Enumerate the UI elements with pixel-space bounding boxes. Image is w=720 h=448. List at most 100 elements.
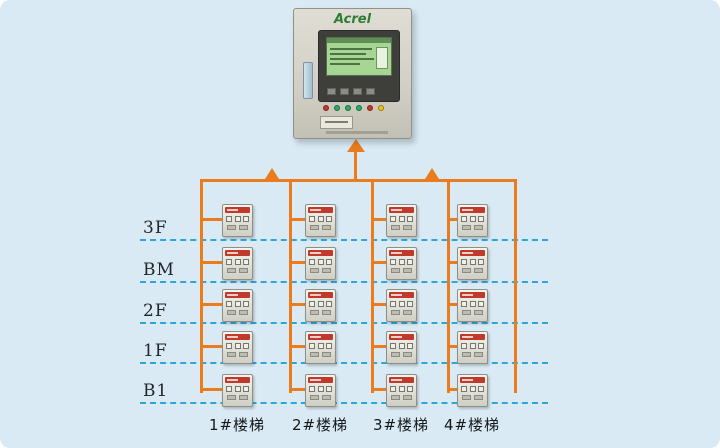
device-button [317, 259, 324, 265]
device-terminals [391, 395, 414, 400]
device-terminal [474, 352, 483, 357]
device-button [326, 301, 332, 307]
device-module [305, 374, 336, 407]
column-label: 1#楼梯 [208, 416, 266, 434]
device-button [461, 343, 467, 349]
device-button [398, 343, 405, 349]
device-button [243, 301, 249, 307]
indicator-lights [323, 105, 384, 111]
device-terminal [462, 395, 471, 400]
device-status-strip [308, 334, 333, 340]
monitor-cabinet: Acrel [293, 8, 412, 139]
device-terminals [227, 268, 250, 273]
device-terminal [227, 352, 236, 357]
device-terminal [239, 352, 248, 357]
device-status-strip [225, 334, 250, 340]
device-terminal [391, 268, 400, 273]
device-status-strip [308, 377, 333, 383]
device-module [457, 247, 488, 280]
device-button [469, 343, 476, 349]
device-stub-wire [374, 218, 386, 221]
led-indicator [367, 105, 373, 111]
column-label: 2#楼梯 [291, 416, 349, 434]
brand-logo: Acrel [333, 12, 372, 27]
return-trunk-wire [514, 179, 517, 393]
device-buttons [309, 259, 332, 265]
device-stub-wire [450, 303, 457, 306]
device-module [222, 204, 253, 237]
up-arrow-icon [346, 139, 365, 152]
device-terminal [391, 352, 400, 357]
device-button [234, 301, 241, 307]
device-terminal [462, 310, 471, 315]
device-buttons [226, 301, 249, 307]
device-buttons [390, 343, 413, 349]
device-status-strip [225, 377, 250, 383]
device-terminals [462, 352, 485, 357]
device-terminal [403, 310, 412, 315]
device-module [222, 374, 253, 407]
device-button [309, 343, 315, 349]
main-bus-wire [200, 179, 517, 182]
cabinet-riser-wire [354, 150, 357, 179]
device-module [457, 289, 488, 322]
device-button [309, 301, 315, 307]
device-terminal [310, 395, 319, 400]
device-terminals [227, 352, 250, 357]
device-status-strip [389, 250, 414, 256]
device-terminal [474, 395, 483, 400]
column-label: 4#楼梯 [443, 416, 501, 434]
device-button [326, 216, 332, 222]
key-button [366, 88, 375, 95]
device-terminal [391, 395, 400, 400]
key-button [340, 88, 349, 95]
device-buttons [309, 343, 332, 349]
device-status-strip [308, 207, 333, 213]
led-indicator [323, 105, 329, 111]
device-stub-wire [292, 303, 305, 306]
device-buttons [226, 386, 249, 392]
device-button [461, 301, 467, 307]
device-stub-wire [292, 218, 305, 221]
column-label: 3#楼梯 [372, 416, 430, 434]
device-module [305, 331, 336, 364]
device-button [478, 216, 484, 222]
device-status-strip [389, 207, 414, 213]
device-button [326, 386, 332, 392]
device-module [305, 247, 336, 280]
device-status-strip [389, 377, 414, 383]
device-buttons [461, 301, 484, 307]
cabinet-caption-text [326, 131, 388, 134]
floor-dashed-line [140, 239, 548, 241]
device-module [386, 289, 417, 322]
device-terminals [462, 310, 485, 315]
floor-label: B1 [143, 381, 169, 401]
device-terminal [322, 352, 331, 357]
device-buttons [461, 343, 484, 349]
flow-arrow-icon [265, 168, 279, 179]
device-status-strip [460, 292, 485, 298]
device-button [234, 216, 241, 222]
device-stub-wire [450, 218, 457, 221]
device-button [407, 386, 413, 392]
device-button [461, 216, 467, 222]
device-terminal [462, 268, 471, 273]
level-indicator-tube [303, 62, 313, 99]
device-terminals [462, 395, 485, 400]
cabinet-screen-bezel [318, 30, 400, 102]
device-button [407, 259, 413, 265]
device-button [317, 386, 324, 392]
led-indicator [356, 105, 362, 111]
device-module [457, 204, 488, 237]
device-stub-wire [374, 261, 386, 264]
device-terminal [227, 268, 236, 273]
device-stub-wire [374, 345, 386, 348]
device-button [226, 386, 232, 392]
device-button [234, 386, 241, 392]
device-buttons [226, 216, 249, 222]
device-terminal [462, 225, 471, 230]
device-button [398, 216, 405, 222]
device-button [317, 216, 324, 222]
device-module [457, 331, 488, 364]
device-stub-wire [203, 388, 222, 391]
